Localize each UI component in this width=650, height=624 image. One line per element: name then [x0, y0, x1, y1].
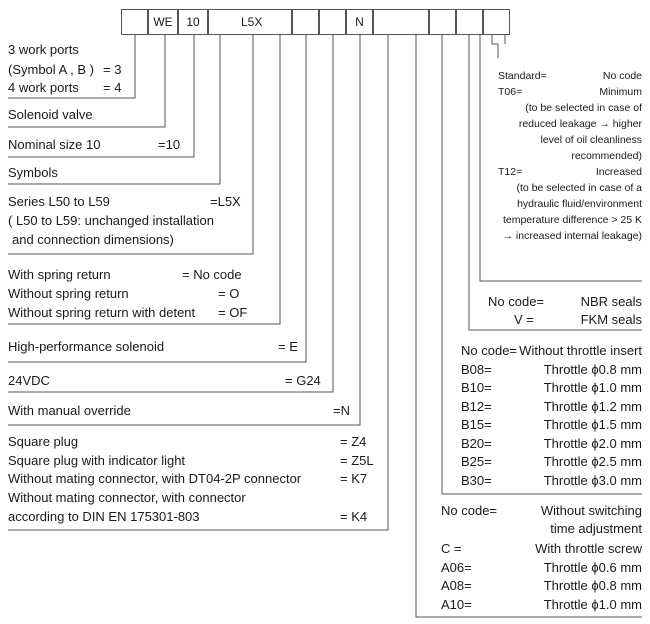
code-box-spring — [292, 9, 319, 35]
series-note2: and connection dimensions) — [12, 232, 174, 247]
seals-1-key: V = — [514, 312, 534, 327]
spring-1-label: Without spring return — [8, 286, 129, 301]
series-label: Series L50 to L59 — [8, 194, 110, 209]
seals-1-val: FKM seals — [580, 312, 642, 327]
ports-line3: 4 work ports — [8, 80, 79, 95]
connector-4-label: according to DIN EN 175301-803 — [8, 509, 200, 524]
code-box-throttle — [456, 9, 483, 35]
override-label: With manual override — [8, 403, 131, 418]
voltage-code: = G24 — [285, 373, 321, 388]
filter-standard-val: No code — [602, 70, 642, 82]
code-box-seals — [483, 9, 510, 35]
voltage-label: 24VDC — [8, 373, 50, 388]
throttle-4-val: Throttle ϕ1.5 mm — [543, 417, 642, 432]
switching-none-key: No code= — [441, 503, 498, 518]
spring-2-label: Without spring return with detent — [8, 305, 196, 320]
code-box-ports — [121, 9, 148, 35]
solenoid-code: = E — [278, 339, 298, 354]
throttle-6-key: B25= — [461, 454, 492, 469]
size-code: =10 — [158, 137, 181, 152]
throttle-2-val: Throttle ϕ1.0 mm — [543, 380, 642, 395]
filter-t12-val: Increased — [595, 166, 642, 178]
filter-t06-key: T06= — [498, 86, 523, 98]
throttle-7-val: Throttle ϕ3.0 mm — [543, 473, 642, 488]
switching-0-key: C = — [441, 541, 462, 556]
switching-2-val: Throttle ϕ0.8 mm — [543, 578, 642, 593]
switching-2-key: A08= — [441, 578, 472, 593]
filter-t06-note-3: recommended) — [571, 150, 642, 162]
connector-0-code: = Z4 — [340, 434, 367, 449]
switching-3-key: A10= — [441, 597, 472, 612]
filter-t12-note-1: hydraulic fluid/environment — [517, 198, 642, 210]
filter-t12-key: T12= — [498, 166, 523, 178]
filter-t06-note-1: reduced leakage → higher — [518, 118, 642, 130]
spring-0-code: = No code — [182, 267, 242, 282]
switching-none-val1: Without switching — [540, 503, 642, 518]
spring-1-code: = O — [218, 286, 240, 301]
ports-line3-code: = 4 — [103, 80, 122, 95]
override-code: =N — [333, 403, 350, 418]
throttle-3-val: Throttle ϕ1.2 mm — [543, 399, 642, 414]
connector-1-code: = Z5L — [340, 453, 374, 468]
spring-0-label: With spring return — [8, 267, 111, 282]
connector-2-label: Without mating connector, with DT04-2P c… — [8, 471, 302, 486]
code-box-override: N — [346, 9, 373, 35]
throttle-0-val: Without throttle insert — [519, 343, 642, 358]
series-code: =L5X — [210, 194, 241, 209]
throttle-7-key: B30= — [461, 473, 492, 488]
ports-line2: (Symbol A , B ) — [8, 62, 94, 77]
ports-line1: 3 work ports — [8, 42, 79, 57]
filter-t12-note-3: → increased internal leakage) — [502, 230, 643, 242]
code-box-solenoid — [319, 9, 346, 35]
throttle-3-key: B12= — [461, 399, 492, 414]
throttle-1-key: B08= — [461, 362, 492, 377]
filter-t06-val: Minimum — [599, 86, 642, 98]
connector-3-label: Without mating connector, with connector — [8, 490, 246, 505]
switching-0-val: With throttle screw — [535, 541, 642, 556]
filter-t06-note-2: level of oil cleanliness — [540, 134, 642, 146]
spring-2-code: = OF — [218, 305, 248, 320]
solenoid-label: High-performance solenoid — [8, 339, 165, 354]
connector-1-label: Square plug with indicator light — [8, 453, 186, 468]
series-note1: ( L50 to L59: unchanged installation — [8, 213, 214, 228]
seals-0-val: NBR seals — [580, 294, 642, 309]
connector-0-label: Square plug — [8, 434, 79, 449]
throttle-4-key: B15= — [461, 417, 492, 432]
connector-2-code: = K7 — [340, 471, 368, 486]
connector-4-code: = K4 — [340, 509, 368, 524]
symbols-label: Symbols — [8, 165, 58, 180]
code-box-type: WE — [148, 9, 178, 35]
filter-t12-note-2: temperature difference > 25 K — [502, 214, 642, 226]
filter-t12-note-0: (to be selected in case of a — [516, 182, 643, 194]
switching-none-val2: time adjustment — [550, 521, 642, 536]
throttle-5-key: B20= — [461, 436, 492, 451]
seals-0-key: No code= — [488, 294, 545, 309]
throttle-1-val: Throttle ϕ0.8 mm — [543, 362, 642, 377]
switching-1-key: A06= — [441, 560, 472, 575]
code-box-size: 10 — [178, 9, 208, 35]
throttle-0-key: No code= — [461, 343, 518, 358]
throttle-2-key: B10= — [461, 380, 492, 395]
valve-label: Solenoid valve — [8, 107, 93, 122]
switching-3-val: Throttle ϕ1.0 mm — [543, 597, 642, 612]
code-box-connector — [373, 9, 429, 35]
ports-line2-code: = 3 — [103, 62, 122, 77]
size-label: Nominal size 10 — [8, 137, 101, 152]
throttle-5-val: Throttle ϕ2.0 mm — [543, 436, 642, 451]
throttle-6-val: Throttle ϕ2.5 mm — [543, 454, 642, 469]
code-box-switching — [429, 9, 456, 35]
filter-t06-note-0: (to be selected in case of — [525, 102, 642, 114]
switching-1-val: Throttle ϕ0.6 mm — [543, 560, 642, 575]
filter-standard-key: Standard= — [498, 70, 547, 82]
code-box-series: L5X — [208, 9, 292, 35]
